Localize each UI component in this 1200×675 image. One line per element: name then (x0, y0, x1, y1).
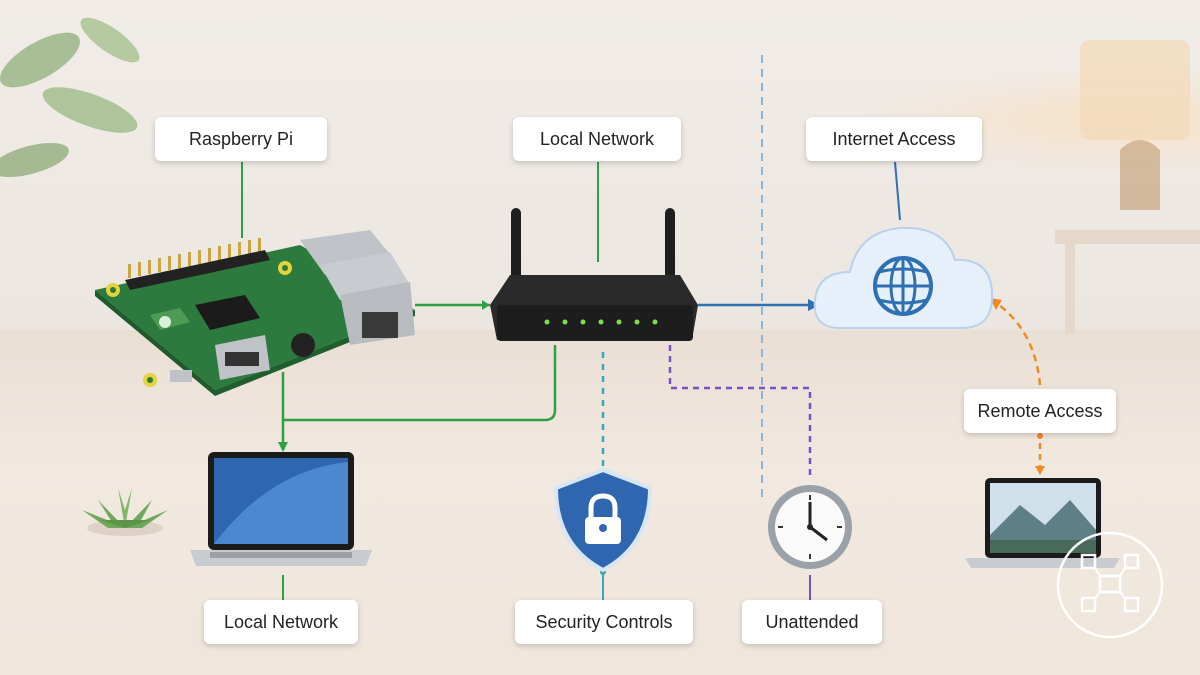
unattended-link (668, 345, 812, 480)
label-local-network-bottom: Local Network (204, 600, 358, 644)
plant-icon (82, 488, 168, 587)
remote-laptop-icon (965, 478, 1120, 568)
label-security-controls: Security Controls (515, 600, 693, 644)
laptop-icon (190, 452, 372, 566)
remote-access-link (994, 300, 1042, 386)
label-local-network-top: Local Network (513, 117, 681, 161)
background-plant-icon (0, 17, 140, 178)
watermark-logo-icon (1056, 531, 1164, 639)
background-lamp-icon (1055, 40, 1200, 334)
label-raspberry-pi: Raspberry Pi (155, 117, 327, 161)
cloud-globe-icon (813, 226, 994, 329)
shield-lock-icon (553, 467, 653, 573)
internet-label-connector (894, 161, 901, 221)
label-remote-access: Remote Access (964, 389, 1116, 433)
label-unattended: Unattended (742, 600, 882, 644)
router-icon (490, 208, 698, 341)
label-internet-access: Internet Access (806, 117, 982, 161)
raspberry-pi-board-icon (95, 230, 415, 396)
local-network-link (281, 345, 557, 422)
clock-icon (768, 485, 852, 569)
